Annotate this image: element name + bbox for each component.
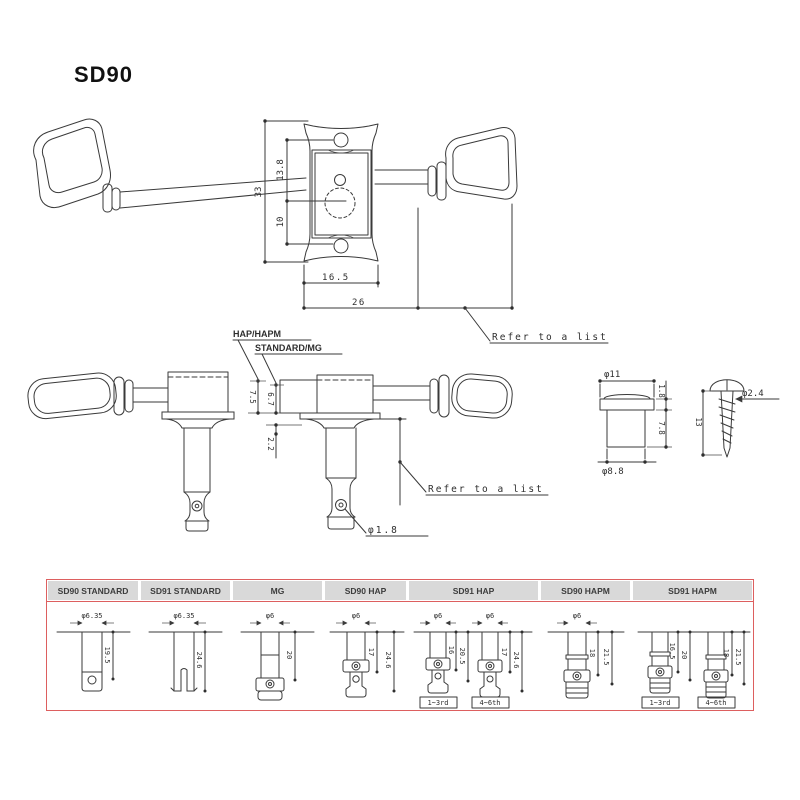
cell-sd90-hapm: φ6 18 21.5 bbox=[547, 612, 625, 699]
tag-1-3rd: 1~3rd bbox=[649, 699, 670, 707]
svg-text:φ6: φ6 bbox=[573, 612, 581, 620]
svg-text:17: 17 bbox=[500, 648, 508, 656]
svg-text:17: 17 bbox=[367, 648, 375, 656]
keystone-button-right bbox=[374, 127, 518, 201]
svg-text:20.5: 20.5 bbox=[458, 648, 466, 665]
refer-note-top: Refer to a list bbox=[492, 332, 608, 343]
svg-text:21.5: 21.5 bbox=[602, 649, 610, 666]
string-post-left bbox=[183, 427, 211, 532]
dim-plate-width: 16.5 bbox=[322, 273, 350, 283]
svg-text:φ6.35: φ6.35 bbox=[81, 612, 102, 620]
header-sd90-hap: SD90 HAP bbox=[325, 581, 406, 600]
svg-text:φ6.35: φ6.35 bbox=[173, 612, 194, 620]
label-standard-mg: STANDARD/MG bbox=[255, 343, 322, 353]
label-hap-hapm: HAP/HAPM bbox=[233, 329, 281, 339]
svg-text:20: 20 bbox=[285, 651, 293, 659]
shaft-hole bbox=[334, 174, 346, 186]
dim-overall-width: 26 bbox=[352, 298, 366, 308]
dim-bushing-flange: 1.8 bbox=[657, 384, 666, 398]
cell-mg: φ6 20 bbox=[240, 612, 315, 701]
svg-text:φ6: φ6 bbox=[352, 612, 360, 620]
variant-table: SD90 STANDARD SD91 STANDARD MG SD90 HAP … bbox=[46, 579, 754, 711]
plate-front-view bbox=[303, 123, 379, 262]
side-view-left-assembly bbox=[27, 371, 235, 532]
string-post-right bbox=[325, 427, 357, 530]
svg-text:16: 16 bbox=[447, 646, 455, 654]
header-mg: MG bbox=[233, 581, 322, 600]
dim-screw-length: 13 bbox=[694, 417, 703, 426]
header-sd90-hapm: SD90 HAPM bbox=[541, 581, 630, 600]
cell-sd90-standard: φ6.35 19.5 bbox=[56, 612, 131, 692]
svg-text:24.6: 24.6 bbox=[512, 652, 520, 669]
front-view-horizontal-dims: 16.5 26 Refer to a list bbox=[302, 203, 609, 344]
dim-bushing-bottom-dia: φ8.8 bbox=[602, 467, 624, 477]
dim-standard-height: 6.7 bbox=[266, 392, 275, 406]
header-sd90-standard: SD90 STANDARD bbox=[48, 581, 138, 600]
header-sd91-standard: SD91 STANDARD bbox=[141, 581, 230, 600]
dim-hap-height: 7.5 bbox=[248, 390, 257, 404]
page-title: SD90 bbox=[74, 62, 134, 87]
post-height-leader: Refer to a list φ1.8 bbox=[344, 417, 549, 537]
svg-text:24.6: 24.6 bbox=[384, 652, 392, 669]
refer-note-side: Refer to a list bbox=[428, 484, 544, 495]
dim-bushing-step: 2.2 bbox=[266, 437, 275, 451]
svg-text:φ6: φ6 bbox=[434, 612, 442, 620]
cell-sd91-hap: φ6 16 20.5 1~3rd φ6 bbox=[413, 612, 533, 709]
tag-4-6th: 4~6th bbox=[705, 699, 726, 707]
dim-lower-hole-span: 10 bbox=[276, 217, 286, 228]
dim-plate-height: 33 bbox=[254, 187, 264, 198]
screw-hole-top bbox=[333, 132, 349, 148]
technical-drawing: 33 13.8 10 16.5 26 bbox=[27, 118, 780, 537]
dim-upper-hole-span: 13.8 bbox=[276, 159, 286, 181]
side-view-labels: HAP/HAPM STANDARD/MG 7.5 6.7 2.2 bbox=[232, 329, 343, 459]
dim-string-hole-dia: φ1.8 bbox=[368, 525, 399, 536]
gear-circle-dashed bbox=[324, 187, 356, 219]
svg-text:18: 18 bbox=[722, 649, 730, 657]
svg-text:20: 20 bbox=[680, 651, 688, 659]
dim-screw-dia: φ2.4 bbox=[742, 389, 764, 399]
tag-1-3rd: 1~3rd bbox=[427, 699, 448, 707]
variant-table-drawings: φ6.35 19.5 φ6.35 bbox=[56, 612, 751, 709]
svg-text:16.5: 16.5 bbox=[668, 643, 676, 660]
svg-text:21.5: 21.5 bbox=[734, 649, 742, 666]
svg-text:19.5: 19.5 bbox=[103, 647, 111, 664]
front-view-assembly: 33 13.8 10 16.5 26 bbox=[33, 118, 609, 344]
bushing-drawing: φ11 1.8 7.8 φ8.8 bbox=[597, 370, 672, 477]
svg-text:18: 18 bbox=[588, 649, 596, 657]
side-view-right-assembly bbox=[279, 373, 513, 530]
tag-4-6th: 4~6th bbox=[479, 699, 500, 707]
dim-bushing-body: 7.8 bbox=[657, 421, 666, 435]
cell-sd91-hapm: 16.5 20 1~3rd 18 bbox=[637, 630, 751, 709]
dim-bushing-top-dia: φ11 bbox=[604, 370, 620, 380]
front-view-vertical-dims: 33 13.8 10 bbox=[254, 119, 347, 264]
svg-text:φ6: φ6 bbox=[486, 612, 494, 620]
cell-sd90-hap: φ6 17 24.6 bbox=[329, 612, 405, 698]
keystone-button-left bbox=[33, 118, 307, 213]
cell-sd91-standard: φ6.35 24.6 bbox=[148, 612, 223, 693]
header-sd91-hapm: SD91 HAPM bbox=[633, 581, 752, 600]
svg-text:24.6: 24.6 bbox=[195, 652, 203, 669]
screw-hole-bottom bbox=[333, 238, 349, 254]
header-sd91-hap: SD91 HAP bbox=[409, 581, 538, 600]
variant-table-header: SD90 STANDARD SD91 STANDARD MG SD90 HAP … bbox=[47, 580, 753, 602]
svg-text:φ6: φ6 bbox=[266, 612, 274, 620]
screw-drawing: φ2.4 13 bbox=[694, 379, 780, 458]
